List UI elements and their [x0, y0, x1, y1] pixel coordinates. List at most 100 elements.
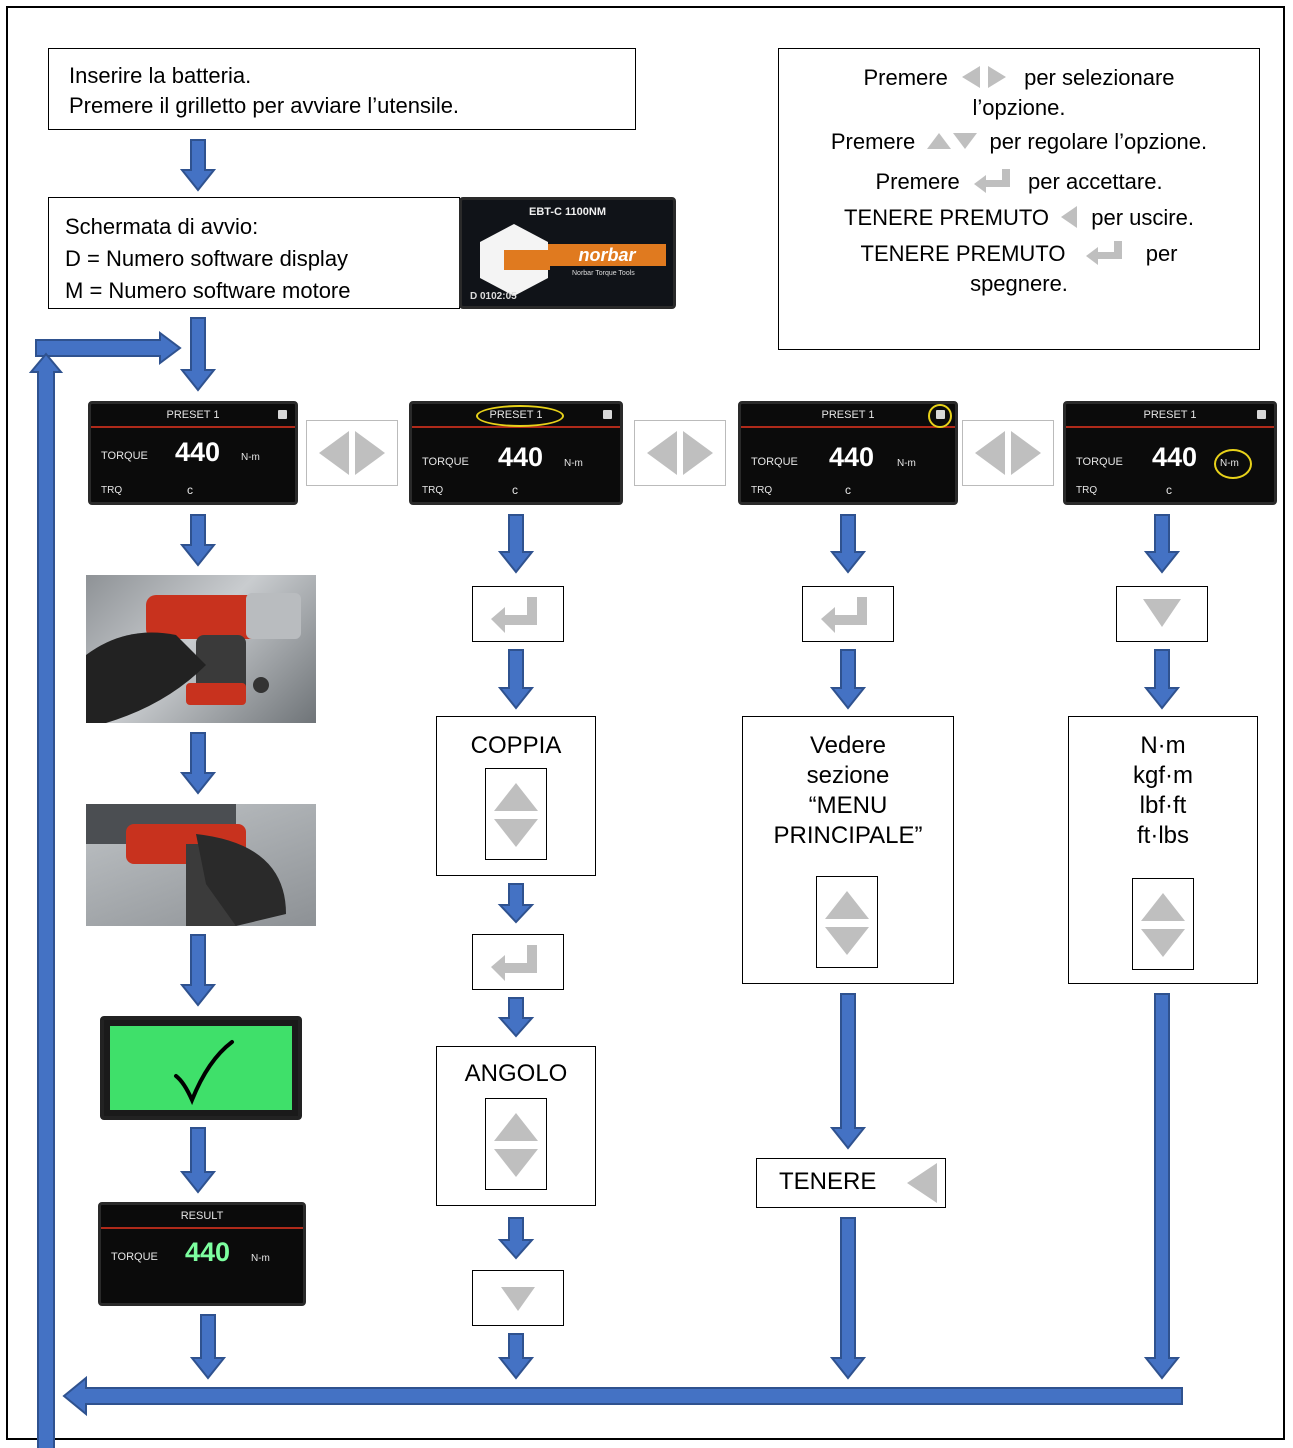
menu-line-4: PRINCIPALE” [773, 822, 923, 849]
legend-l4b: per uscire. [1091, 205, 1194, 230]
enter-key-icon [973, 169, 1010, 193]
preset-mode-icon: c [512, 483, 518, 497]
legend-l3b: per accettare. [1028, 169, 1163, 194]
legend-l3a: Premere [875, 169, 960, 194]
up-down-keys-icon [494, 783, 538, 847]
preset-title: PRESET 1 [91, 404, 295, 428]
result-value: 440 [185, 1237, 231, 1267]
left-key-icon [907, 1163, 937, 1203]
preset-sub: TRQ [422, 485, 444, 496]
preset-label: TORQUE [751, 456, 798, 468]
up-down-keys-icon [927, 133, 978, 149]
preset-unit: N-m [241, 452, 260, 463]
tool-grip-image [86, 804, 286, 926]
unit-option-3: lbf·ft [1139, 792, 1187, 819]
menu-icon [603, 410, 612, 419]
preset-unit: N-m [897, 458, 916, 469]
left-right-keys-icon [961, 66, 1006, 88]
angolo-label: ANGOLO [464, 1060, 568, 1087]
left-right-key-box-3 [962, 420, 1054, 486]
coppia-box: COPPIA [436, 716, 596, 876]
preset-value: 440 [829, 442, 875, 472]
preset-screen-2: PRESET 1 TORQUE 440 N-m TRQ c [409, 401, 623, 505]
left-right-key-box-2 [634, 420, 726, 486]
enter-key-box-2 [472, 934, 564, 990]
tool-photo-trigger [86, 575, 316, 723]
up-down-keys-icon [494, 1113, 538, 1177]
hold-label: TENERE [779, 1168, 877, 1195]
tool-in-hand-image [86, 593, 301, 723]
preset-title: PRESET 1 [1066, 404, 1274, 428]
up-down-key-box-2 [485, 1098, 547, 1190]
legend-box: Premere per selezionare l’opzione. Preme… [778, 48, 1260, 350]
preset-sub: TRQ [1076, 485, 1098, 496]
left-right-key-box-1 [306, 420, 398, 486]
preset-value: 440 [498, 442, 544, 472]
splash-description-box: Schermata di avvio: D = Numero software … [48, 197, 460, 309]
splash-screen: EBT-C 1100NM norbar Norbar Torque Tools … [459, 197, 676, 309]
coppia-label: COPPIA [470, 732, 562, 759]
unit-option-2: kgf·m [1133, 762, 1193, 789]
ok-screen-panel [110, 1026, 292, 1110]
left-right-keys-icon [319, 431, 385, 475]
legend-l4a: TENERE PREMUTO [844, 205, 1049, 230]
unit-highlight [1214, 449, 1252, 479]
hold-left-box: TENERE [756, 1158, 946, 1208]
menu-line-3: “MENU [808, 792, 888, 819]
preset-screen-1: PRESET 1 TORQUE 440 N-m TRQ c [88, 401, 298, 505]
enter-key-icon [821, 597, 867, 633]
preset-label: TORQUE [1076, 456, 1123, 468]
preset-mode-icon: c [1166, 483, 1172, 497]
preset-mode-icon: c [187, 483, 193, 497]
preset-unit: N-m [1220, 458, 1239, 469]
result-screen: RESULT TORQUE 440 N-m [98, 1202, 306, 1306]
start-line-1: Inserire la batteria. [69, 63, 252, 88]
splash-logo-text: norbar [548, 244, 666, 266]
splash-line-3: M = Numero software motore [65, 278, 351, 303]
preset-label: TORQUE [422, 456, 469, 468]
menu-line-2: sezione [806, 762, 890, 789]
preset-unit: N-m [564, 458, 583, 469]
legend-l5c: spegnere. [970, 271, 1068, 296]
preset-title: PRESET 1 [741, 404, 955, 428]
splash-line-2: D = Numero software display [65, 246, 349, 271]
start-instructions-box: Inserire la batteria. Premere il grillet… [48, 48, 636, 130]
unit-option-1: N·m [1140, 732, 1186, 759]
left-key-icon [1061, 206, 1078, 228]
enter-key-box-3 [802, 586, 894, 642]
result-title: RESULT [101, 1205, 303, 1229]
up-down-key-box-3 [816, 876, 878, 968]
up-down-keys-icon [825, 891, 869, 955]
up-down-key-box-4 [1132, 878, 1194, 970]
splash-version: D 0102:05 [470, 291, 517, 302]
title-highlight [476, 405, 564, 427]
unit-option-4: ft·lbs [1136, 822, 1189, 849]
preset-screen-4: PRESET 1 TORQUE 440 N-m TRQ c [1063, 401, 1277, 505]
preset-sub: TRQ [751, 485, 773, 496]
ok-screen [100, 1016, 302, 1120]
checkmark-icon [174, 1040, 234, 1106]
legend-l1c: l’opzione. [972, 95, 1066, 120]
menu-line-1: Vedere [809, 732, 887, 759]
legend-l1a: Premere [863, 65, 948, 90]
up-down-keys-icon [1141, 893, 1185, 957]
enter-key-icon-2 [1085, 241, 1122, 265]
start-line-2: Premere il grilletto per avviare l’utens… [69, 93, 460, 118]
down-key-icon [1143, 599, 1181, 627]
legend-l5a: TENERE PREMUTO [860, 241, 1066, 266]
down-key-box-2 [1116, 586, 1208, 642]
enter-key-box-1 [472, 586, 564, 642]
left-right-keys-icon [647, 431, 713, 475]
enter-key-icon [491, 945, 537, 981]
result-unit: N-m [251, 1253, 270, 1264]
splash-tagline: Norbar Torque Tools [572, 270, 635, 277]
legend-l1b: per selezionare [1024, 65, 1175, 90]
down-key-icon [501, 1287, 535, 1311]
legend-l5b: per [1145, 241, 1178, 266]
preset-screen-3: PRESET 1 TORQUE 440 N-m TRQ c [738, 401, 958, 505]
left-right-keys-icon [975, 431, 1041, 475]
norbar-logo-icon [480, 224, 550, 296]
legend-l2a: Premere [830, 129, 916, 154]
splash-line-1: Schermata di avvio: [65, 214, 259, 239]
legend-l2b: per regolare l’opzione. [989, 129, 1208, 154]
